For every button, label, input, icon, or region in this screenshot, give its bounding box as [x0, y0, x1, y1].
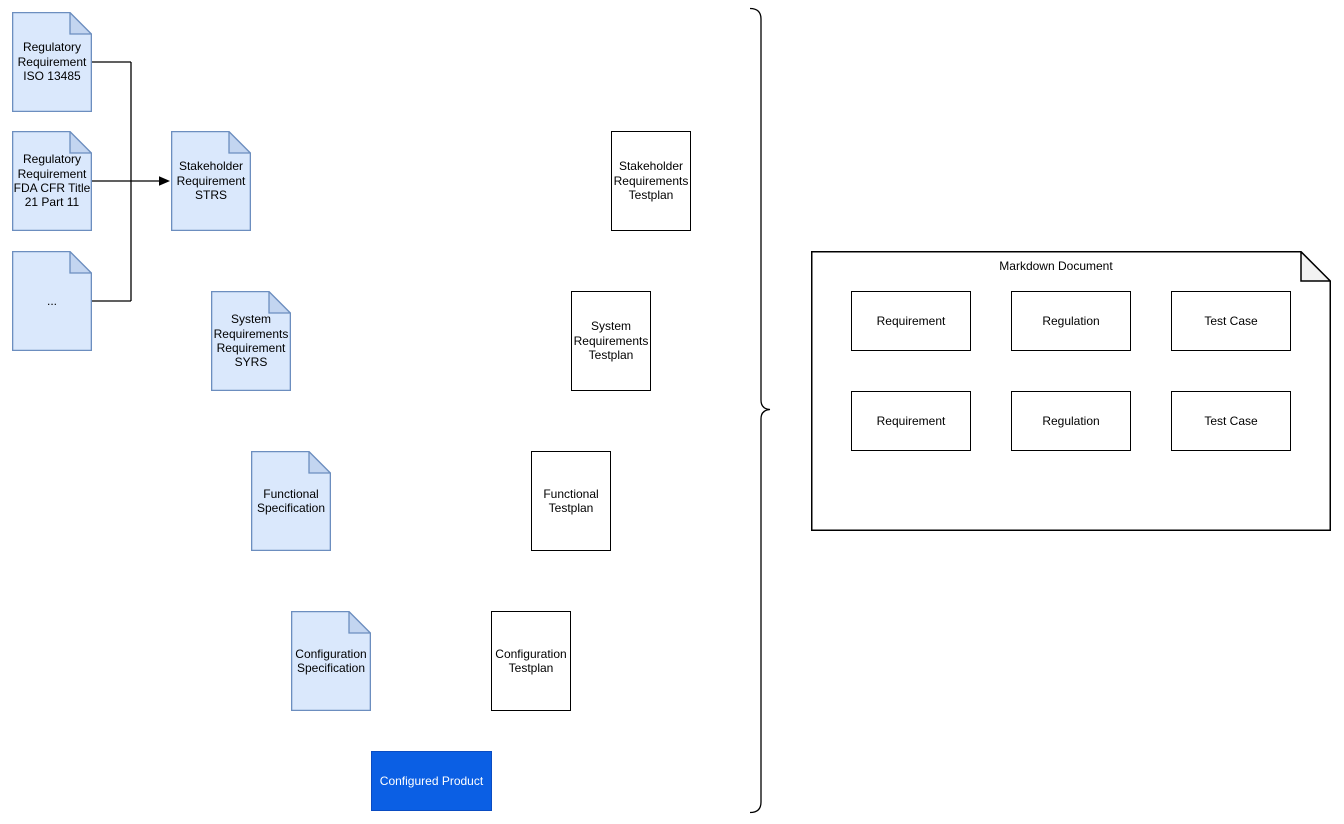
- doc-functional-specification: Functional Specification: [251, 451, 331, 551]
- doc-label: Regulatory Requirement FDA CFR Title 21 …: [13, 152, 91, 210]
- folded-corner-icon: [1300, 251, 1331, 282]
- doc-label: ...: [46, 293, 57, 308]
- box-configuration-testplan: Configuration Testplan: [491, 611, 571, 711]
- box-stakeholder-requirements-testplan: Stakeholder Requirements Testplan: [611, 131, 691, 231]
- document-shape: [291, 611, 371, 711]
- box-functional-testplan: Functional Testplan: [531, 451, 611, 551]
- folded-corner-icon: [268, 291, 291, 314]
- cell-test-case-row2: Test Case: [1171, 391, 1291, 451]
- doc-system-requirements-syrs: System Requirements Requirement SYRS: [211, 291, 291, 391]
- doc-label: Stakeholder Requirement STRS: [176, 159, 246, 203]
- doc-label: Regulatory Requirement ISO 13485: [17, 40, 87, 84]
- document-shape: [12, 251, 92, 351]
- doc-regulatory-iso-13485: Regulatory Requirement ISO 13485: [12, 12, 92, 112]
- cell-test-case-row1: Test Case: [1171, 291, 1291, 351]
- document-shape: [171, 131, 251, 231]
- document-shape: [251, 451, 331, 551]
- document-shape: [12, 131, 92, 231]
- doc-label: System Requirements Requirement SYRS: [213, 312, 289, 370]
- markdown-document: Markdown Document Requirement Regulation…: [811, 251, 1331, 531]
- folded-corner-icon: [348, 611, 371, 634]
- doc-label: Configuration Specification: [295, 646, 367, 675]
- document-shape: [12, 12, 92, 112]
- box-configured-product: Configured Product: [371, 751, 492, 811]
- doc-regulatory-fda-cfr: Regulatory Requirement FDA CFR Title 21 …: [12, 131, 92, 231]
- cell-requirement-row2: Requirement: [851, 391, 971, 451]
- doc-label: Functional Specification: [256, 486, 326, 515]
- document-shape: [211, 291, 291, 391]
- folded-corner-icon: [228, 131, 251, 154]
- doc-stakeholder-requirement-strs: Stakeholder Requirement STRS: [171, 131, 251, 231]
- curly-brace: [749, 7, 771, 814]
- box-system-requirements-testplan: System Requirements Testplan: [571, 291, 651, 391]
- folded-corner-icon: [69, 251, 92, 274]
- folded-corner-icon: [308, 451, 331, 474]
- cell-regulation-row2: Regulation: [1011, 391, 1131, 451]
- cell-regulation-row1: Regulation: [1011, 291, 1131, 351]
- folded-corner-icon: [69, 12, 92, 35]
- cell-requirement-row1: Requirement: [851, 291, 971, 351]
- folded-corner-icon: [69, 131, 92, 154]
- doc-configuration-specification: Configuration Specification: [291, 611, 371, 711]
- doc-ellipsis: ...: [12, 251, 92, 351]
- markdown-document-title: Markdown Document: [999, 259, 1113, 273]
